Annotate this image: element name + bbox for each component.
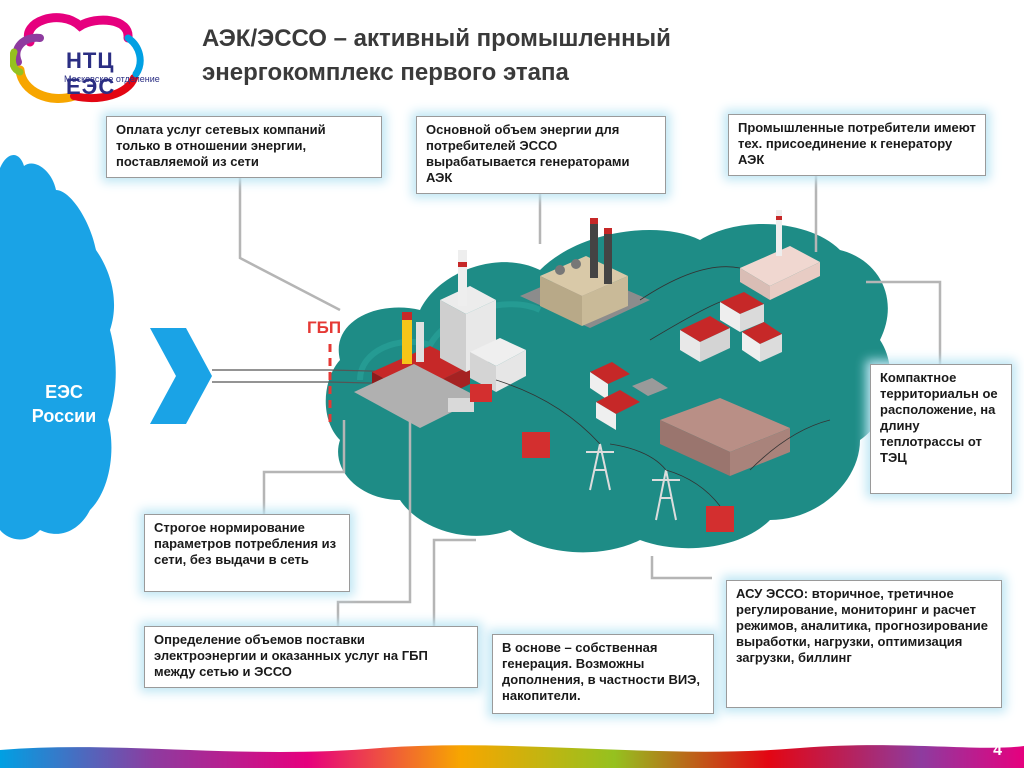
transformers-icon: [470, 384, 734, 532]
gbp-label: ГБП: [307, 318, 342, 337]
industrial-consumer-icon: [740, 210, 820, 300]
ees-arrow-icon: [150, 328, 212, 424]
page-title: АЭК/ЭССО – активный промышленный энергок…: [202, 25, 671, 86]
callout-asu-esso: АСУ ЭССО: вторичное, третичное регулиров…: [726, 580, 1002, 708]
ees-region-shape: [0, 155, 116, 540]
logo-swirl-icon: [8, 13, 144, 103]
logo-name: НТЦ ЕЭС: [66, 48, 116, 99]
callout-main-energy: Основной объем энергии для потребителей …: [416, 116, 666, 194]
callout-own-generation: В основе – собственная генерация. Возмож…: [492, 634, 714, 714]
company-logo: НТЦ ЕЭС Московское отделение: [8, 12, 170, 104]
callout-connectors: [238, 176, 942, 636]
callout-strict-norms: Строгое нормирование параметров потребле…: [144, 514, 350, 592]
footer-ribbon: [0, 745, 1024, 768]
warehouse-icon: [660, 398, 790, 476]
main-generator-plant-icon: [520, 218, 650, 328]
callout-industrial-consumers: Промышленные потребители имеют тех. прис…: [728, 114, 986, 176]
logo-subtitle: Московское отделение: [64, 74, 160, 84]
page-number: 4: [993, 742, 1002, 759]
chp-plant-icon: [354, 250, 526, 428]
power-lines-icon: [495, 266, 831, 507]
callout-volume-definition: Определение объемов поставки электроэнер…: [144, 626, 478, 688]
ees-russia-label: ЕЭС России: [31, 382, 97, 426]
callout-network-payment: Оплата услуг сетевых компаний только в о…: [106, 116, 382, 178]
residential-houses-icon: [590, 292, 782, 430]
callout-compact-location: Компактное территориальн ое расположение…: [870, 364, 1012, 494]
